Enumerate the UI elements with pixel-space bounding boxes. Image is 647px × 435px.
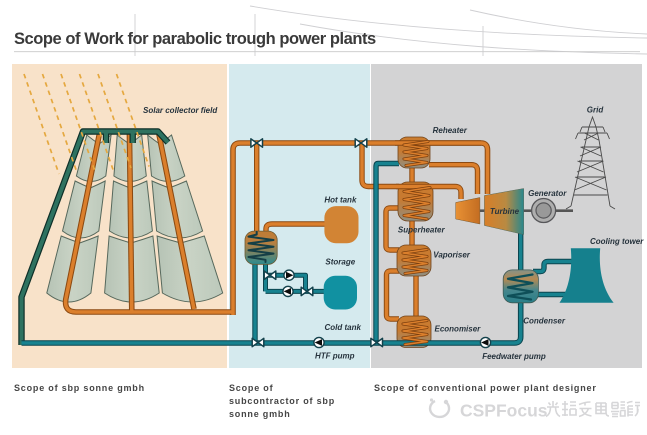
svg-text:Storage: Storage xyxy=(325,258,355,267)
svg-text:Condenser: Condenser xyxy=(523,317,566,326)
svg-text:Scope of conventional power pl: Scope of conventional power plant design… xyxy=(374,383,597,393)
svg-text:Hot tank: Hot tank xyxy=(324,196,357,205)
svg-text:Scope of sbp sonne gmbh: Scope of sbp sonne gmbh xyxy=(14,383,145,393)
svg-text:Economiser: Economiser xyxy=(435,325,482,334)
svg-text:Solar collector field: Solar collector field xyxy=(143,106,218,115)
svg-text:Feedwater pump: Feedwater pump xyxy=(482,352,546,361)
svg-text:Reheater: Reheater xyxy=(433,126,468,135)
svg-text:HTF pump: HTF pump xyxy=(315,352,355,361)
svg-text:subcontractor of sbp: subcontractor of sbp xyxy=(229,396,335,406)
svg-text:Grid: Grid xyxy=(587,106,605,115)
svg-text:Generator: Generator xyxy=(528,189,567,198)
svg-text:Cooling tower: Cooling tower xyxy=(590,237,644,246)
svg-text:Scope of Work for parabolic tr: Scope of Work for parabolic trough power… xyxy=(14,30,376,48)
svg-text:CSPFocus: CSPFocus xyxy=(460,401,548,421)
svg-text:Turbine: Turbine xyxy=(490,207,520,216)
svg-text:Cold tank: Cold tank xyxy=(325,323,362,332)
svg-text:sonne gmbh: sonne gmbh xyxy=(229,409,291,419)
svg-text:Scope of: Scope of xyxy=(229,383,274,393)
svg-text:Superheater: Superheater xyxy=(398,226,446,235)
svg-text:Vaporiser: Vaporiser xyxy=(433,251,470,260)
